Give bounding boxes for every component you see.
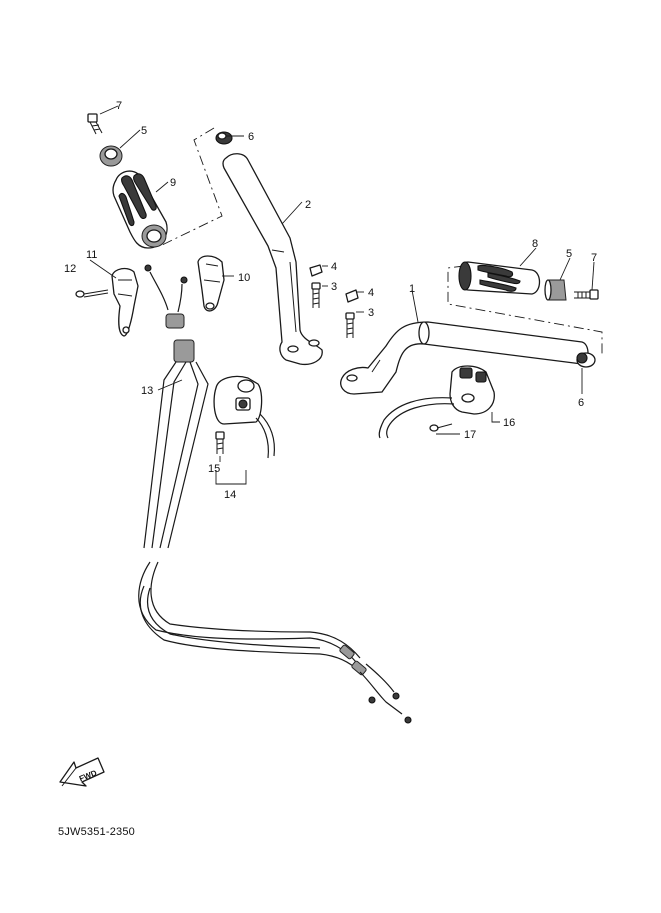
leader-lines: [89, 105, 595, 485]
callout-5-right: 5: [566, 248, 572, 260]
bolt-4-right: [345, 289, 359, 303]
left-switch-assembly-14: [213, 375, 275, 459]
screw-12: [75, 289, 109, 298]
callout-6-right: 6: [578, 397, 584, 409]
callout-9: 9: [170, 177, 176, 189]
throttle-housing-11: [111, 267, 139, 337]
left-handlebar-part-2: [222, 153, 323, 366]
throttle-housing-10: [197, 255, 225, 312]
catalog-code: 5JW5351-2350: [58, 826, 136, 838]
screw-7-left: [87, 113, 103, 135]
bolt-3-left: [311, 282, 321, 308]
grip-end-5-right: [544, 279, 567, 301]
grip-end-5-left: [99, 145, 123, 167]
callout-3-left: 3: [331, 281, 337, 293]
callout-17: 17: [464, 429, 476, 441]
callout-7-right: 7: [591, 252, 597, 264]
callout-13: 13: [141, 385, 153, 397]
right-switch-assembly-16: [378, 365, 495, 439]
bar-end-weight-6-right: [576, 352, 596, 368]
bar-end-weight-6-left: [215, 131, 233, 145]
callout-1: 1: [409, 283, 415, 295]
callout-7-left: 7: [116, 100, 122, 112]
callout-4-right: 4: [368, 287, 374, 299]
callout-5-left: 5: [141, 125, 147, 137]
screw-7-right: [574, 289, 599, 300]
callout-4-left: 4: [331, 261, 337, 273]
callout-11: 11: [86, 249, 97, 261]
fwd-arrow-icon: FWD: [59, 757, 105, 787]
screw-15: [215, 431, 225, 454]
callout-2: 2: [305, 199, 311, 211]
callout-15: 15: [208, 463, 220, 475]
callout-16: 16: [503, 417, 515, 429]
screw-17: [429, 423, 453, 432]
callout-8: 8: [532, 238, 538, 250]
bolt-4-left: [309, 264, 323, 277]
assembly-line-left-grip: [159, 127, 223, 247]
callout-labels: 7 5 6 9 2 4 3 4 3 1 8 5 7 6 11 12 10 13 …: [64, 100, 597, 501]
callout-10: 10: [238, 272, 250, 284]
grip-9-left: [112, 170, 168, 249]
callout-14: 14: [224, 489, 236, 501]
grip-8-right: [458, 261, 541, 295]
callout-12: 12: [64, 263, 76, 275]
callout-6-left: 6: [248, 131, 254, 143]
bolt-3-right: [345, 312, 355, 338]
throttle-cables-13: [138, 264, 412, 724]
callout-3-right: 3: [368, 307, 374, 319]
